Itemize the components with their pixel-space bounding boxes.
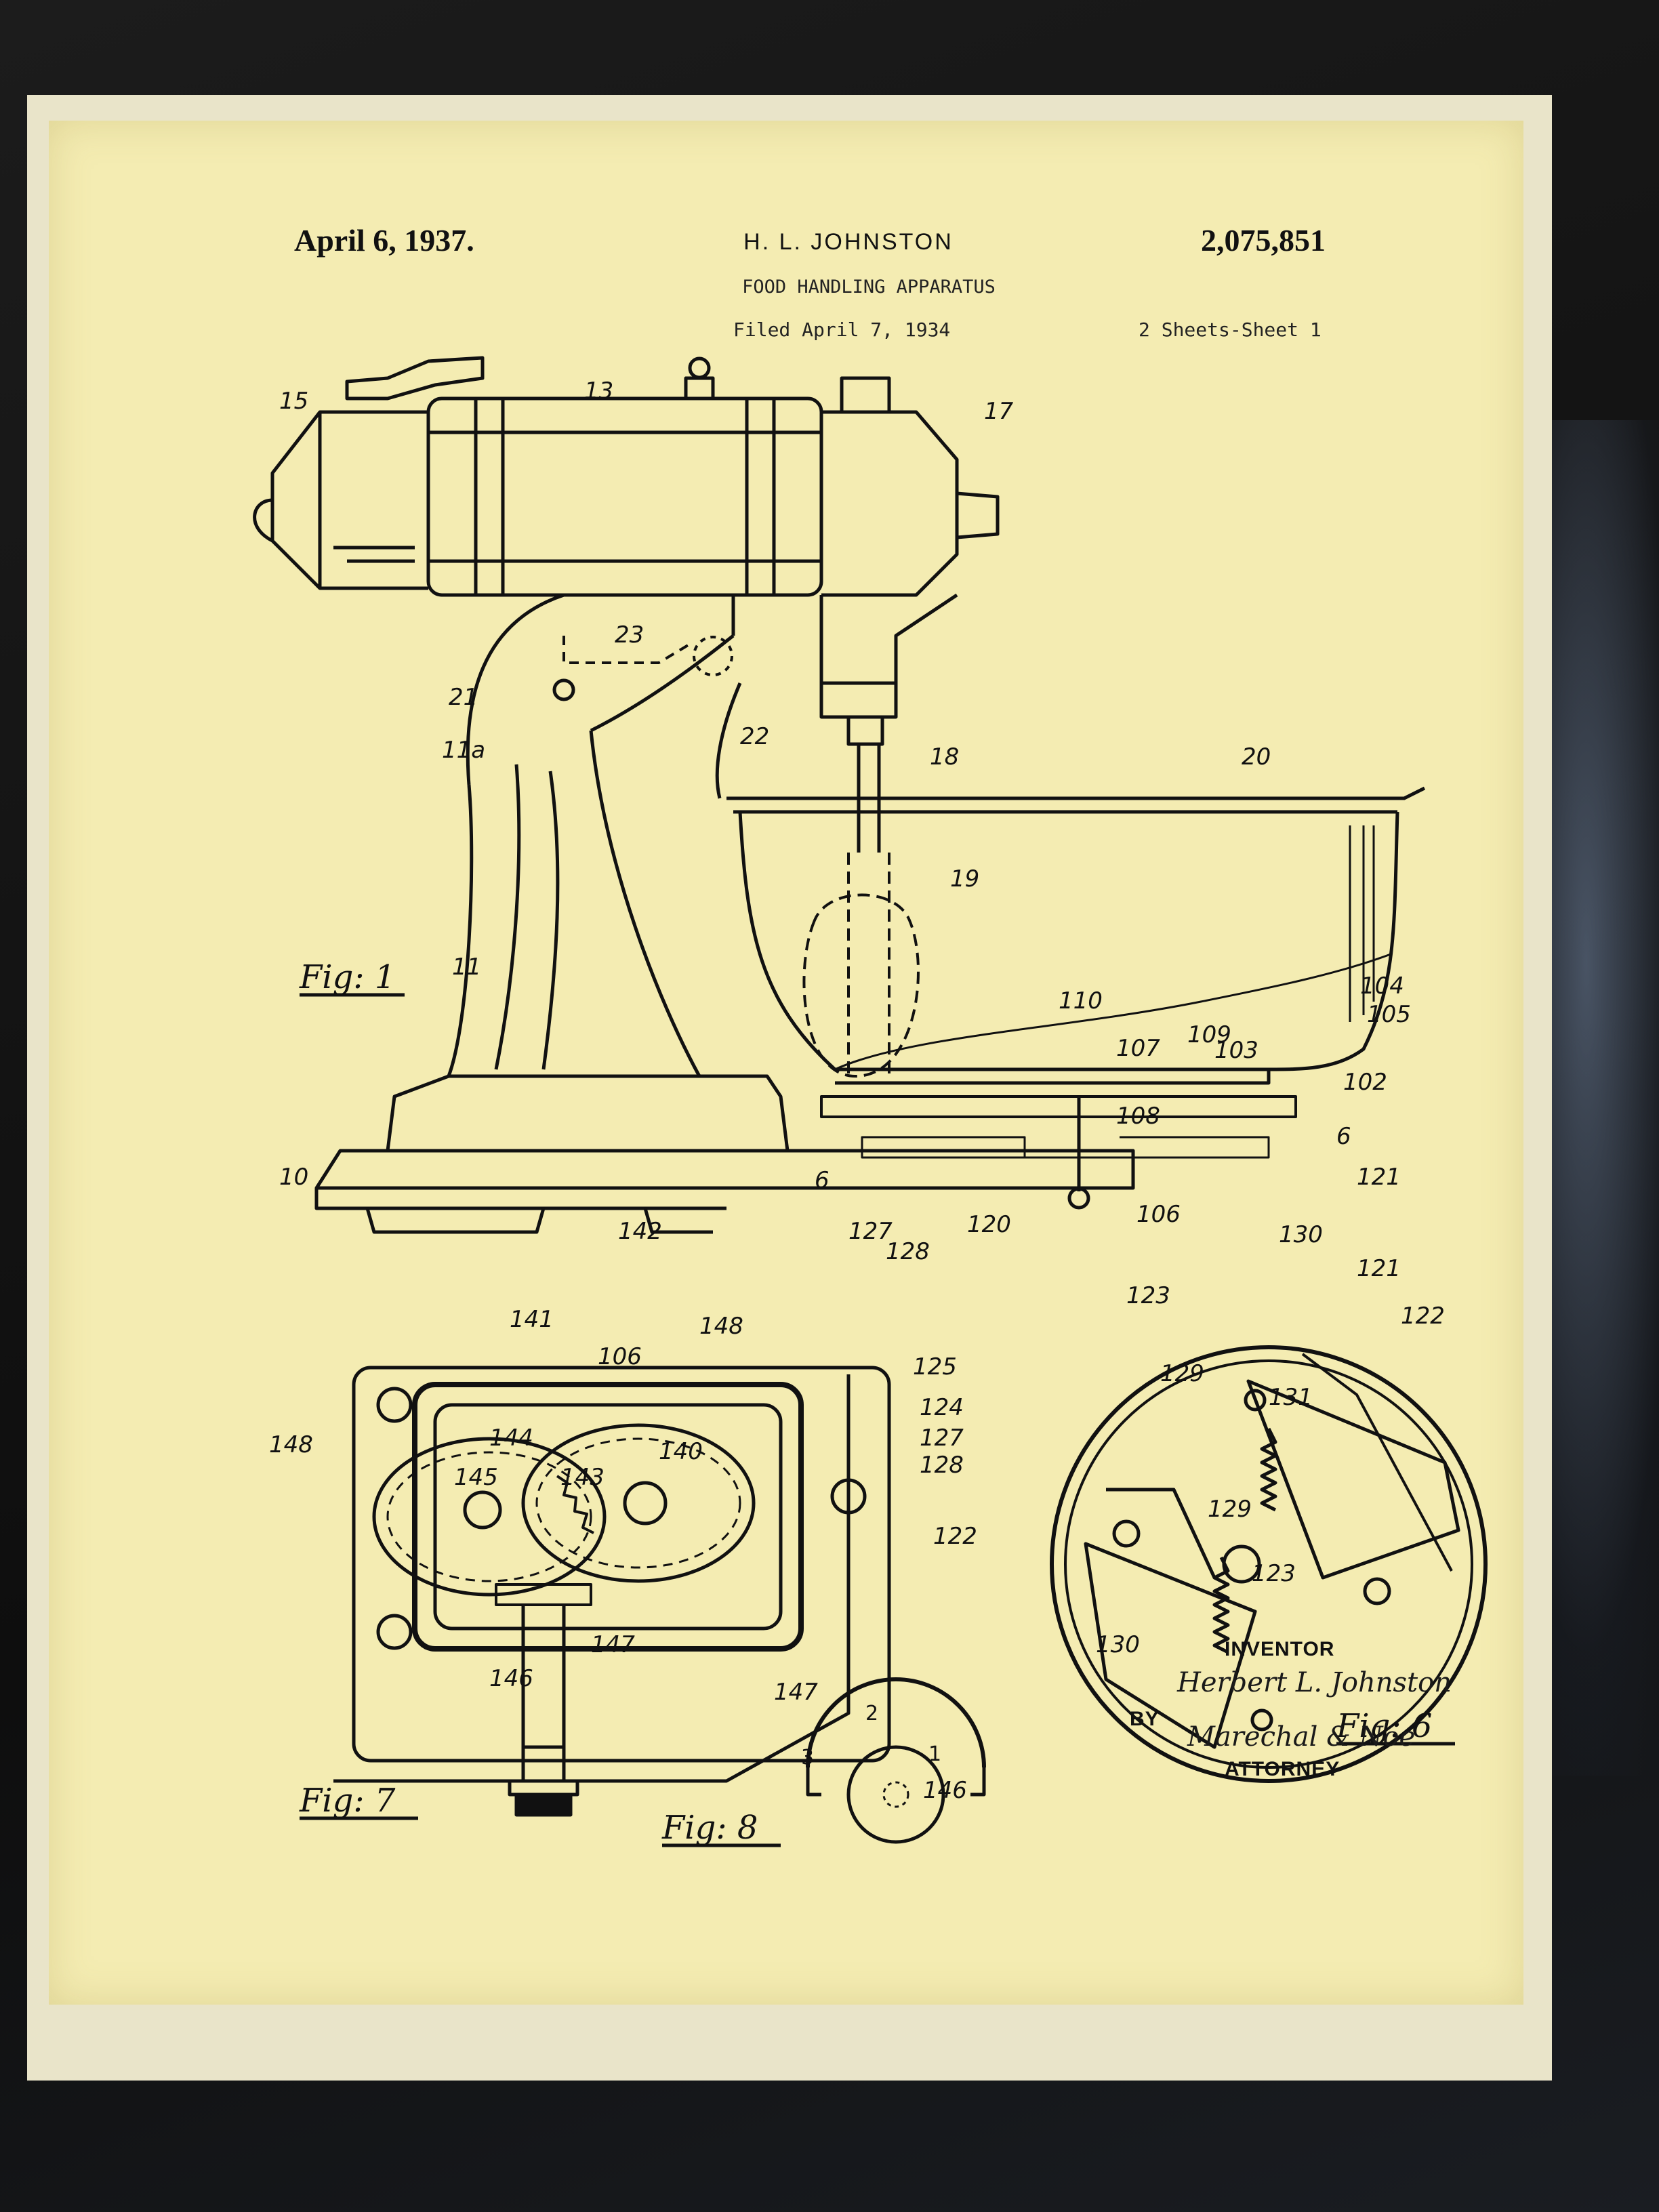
ref-numeral: 110 <box>1059 987 1103 1015</box>
dial-mark: 3 <box>801 1746 814 1769</box>
ref-numeral: 141 <box>510 1306 554 1333</box>
fig1-mixer-illustration <box>253 356 1426 1234</box>
inventor-header: H. L. JOHNSTON <box>743 229 954 255</box>
ref-numeral: 129 <box>1208 1496 1252 1523</box>
ref-numeral: 121 <box>1357 1255 1401 1282</box>
fig8-dial <box>806 1677 986 1844</box>
patent-drawing: Fig: 1 Fig: 6 Fig: 7 Fig: 8 15 13 17 23 … <box>253 356 1488 1847</box>
ref-numeral: 147 <box>591 1631 635 1658</box>
ref-numeral: 120 <box>967 1211 1011 1238</box>
ref-numeral: 142 <box>618 1218 662 1245</box>
ref-numeral: 6 <box>815 1167 830 1194</box>
fig1-label: Fig: 1 <box>299 958 395 996</box>
ref-numeral: 21 <box>449 684 478 711</box>
ref-numeral: 10 <box>279 1164 308 1191</box>
ref-numeral: 148 <box>269 1431 313 1458</box>
ref-numeral: 143 <box>560 1464 605 1491</box>
filed-date: Filed April 7, 1934 <box>733 319 951 341</box>
ref-numeral: 125 <box>913 1353 957 1380</box>
ref-numeral: 102 <box>1343 1069 1387 1096</box>
ref-numeral: 140 <box>659 1438 703 1465</box>
ref-numeral: 106 <box>598 1343 642 1370</box>
ref-numeral: 128 <box>920 1452 964 1479</box>
ref-numeral: 122 <box>933 1523 977 1550</box>
sheet-count: 2 Sheets-Sheet 1 <box>1139 319 1322 341</box>
inventor-label: INVENTOR <box>1225 1638 1334 1660</box>
ref-numeral: 122 <box>1401 1303 1445 1330</box>
fig8-label: Fig: 8 <box>661 1809 758 1847</box>
patent-number: 2,075,851 <box>1201 223 1326 258</box>
ref-numeral: 123 <box>1252 1560 1296 1587</box>
ref-numeral: 130 <box>1279 1221 1323 1248</box>
fig6-turntable-plan <box>1050 1345 1488 1783</box>
ref-numeral: 107 <box>1116 1035 1160 1062</box>
ref-numeral: 145 <box>454 1464 498 1491</box>
ref-numeral: 147 <box>774 1679 818 1706</box>
dial-mark: 2 <box>865 1702 878 1725</box>
ref-numeral: 13 <box>584 377 613 405</box>
ref-numeral: 104 <box>1360 972 1404 1000</box>
ref-numeral: 148 <box>699 1313 743 1340</box>
ref-numeral: 15 <box>279 388 308 415</box>
ref-numeral: 128 <box>886 1238 930 1265</box>
ref-numeral: 146 <box>923 1777 967 1804</box>
ref-numeral: 20 <box>1242 743 1271 771</box>
by-label: BY <box>1130 1708 1160 1730</box>
ref-numeral: 105 <box>1367 1001 1411 1028</box>
ref-numeral: 103 <box>1214 1037 1258 1064</box>
ref-numeral: 22 <box>740 723 769 750</box>
ref-numeral: 130 <box>1096 1631 1140 1658</box>
attorney-signature: Marechal & Noe <box>1187 1721 1415 1753</box>
ref-numeral: 131 <box>1269 1384 1313 1411</box>
ref-numeral: 6 <box>1336 1123 1351 1150</box>
patent-sheet: April 6, 1937. H. L. JOHNSTON 2,075,851 … <box>49 121 1523 2005</box>
ref-numeral: 121 <box>1357 1164 1401 1191</box>
ref-numeral: 23 <box>615 621 644 649</box>
ref-numeral: 127 <box>848 1218 893 1245</box>
inventor-signature: Herbert L. Johnston <box>1176 1667 1452 1698</box>
ref-numeral: 17 <box>984 398 1014 425</box>
ref-numeral: 146 <box>489 1665 533 1692</box>
ref-numeral: 123 <box>1126 1282 1170 1309</box>
fig6-label: Fig: 6 <box>1336 1707 1432 1745</box>
patent-date: April 6, 1937. <box>294 223 474 258</box>
ref-numeral: 18 <box>930 743 959 771</box>
ref-numeral: 129 <box>1160 1360 1204 1387</box>
ref-numeral: 109 <box>1187 1021 1231 1048</box>
ref-numeral: 11a <box>442 737 485 764</box>
ref-numeral: 11 <box>452 954 481 981</box>
ref-numeral: 144 <box>489 1425 533 1452</box>
attorney-label: ATTORNEY <box>1225 1758 1340 1780</box>
ref-numeral: 127 <box>920 1425 964 1452</box>
fig7-label: Fig: 7 <box>299 1782 396 1820</box>
ref-numeral: 106 <box>1136 1201 1181 1228</box>
ref-numeral: 124 <box>920 1394 964 1421</box>
ref-numeral: 108 <box>1116 1103 1160 1130</box>
patent-title: FOOD HANDLING APPARATUS <box>742 276 996 298</box>
dial-mark: 1 <box>928 1742 941 1766</box>
ref-numeral: 19 <box>950 865 979 893</box>
fig7-gear-housing <box>333 1366 891 1817</box>
